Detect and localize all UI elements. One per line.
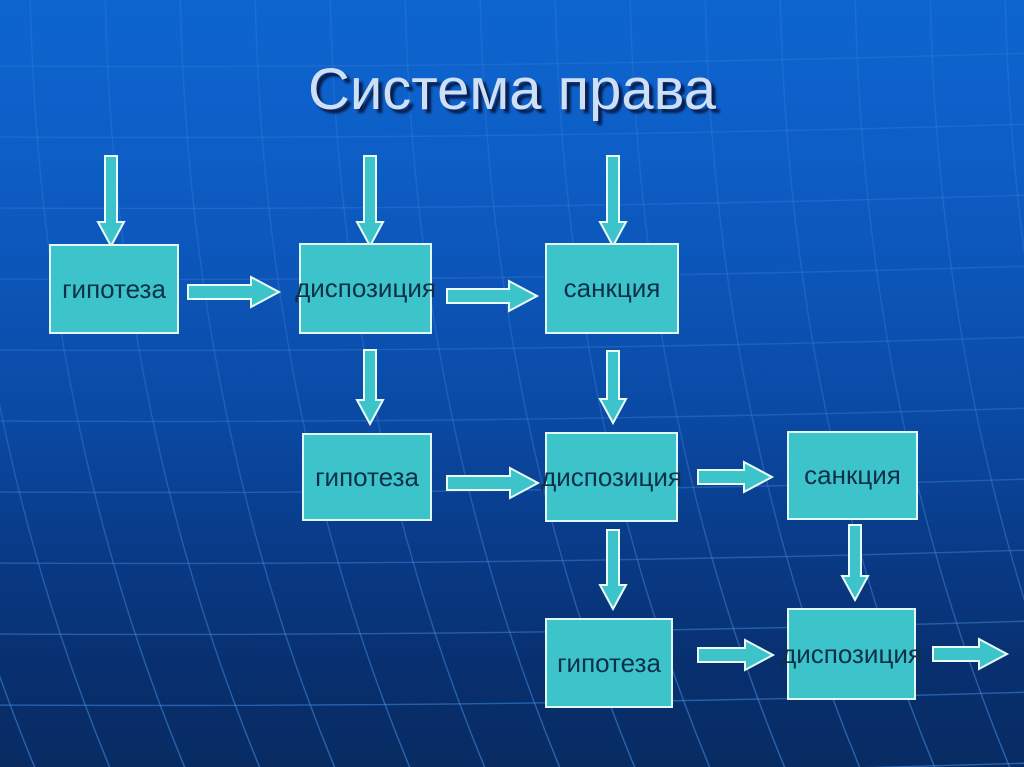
node-label: санкция — [804, 460, 901, 490]
node-label: диспозиция — [295, 273, 436, 303]
arrow-hypothesis-1-to-disposition-1 — [187, 275, 282, 309]
arrow-hypothesis-2-to-disposition-2 — [446, 466, 541, 500]
node-disposition-3: диспозиция — [781, 608, 922, 700]
arrow-disposition-3-out — [932, 637, 1010, 671]
node-label: гипотеза — [557, 647, 661, 678]
node-hypothesis-1: гипотеза — [49, 244, 179, 334]
node-label: гипотеза — [62, 273, 166, 304]
node-disposition-2: диспозиция — [541, 432, 682, 522]
arrow-sanction-1-to-disposition-2 — [598, 350, 628, 426]
arrow-disposition-2-to-sanction-2 — [697, 460, 775, 494]
arrow-hypothesis-3-to-disposition-3 — [697, 638, 776, 672]
node-label: санкция — [563, 273, 661, 303]
arrow-into-sanction-1 — [598, 155, 628, 249]
node-hypothesis-3: гипотеза — [545, 618, 673, 708]
node-hypothesis-2: гипотеза — [302, 433, 432, 521]
page-title: Система права — [307, 57, 717, 122]
node-label: диспозиция — [781, 638, 922, 669]
arrow-disposition-1-to-hypothesis-2 — [355, 349, 385, 427]
arrow-disposition-2-to-hypothesis-3 — [598, 529, 628, 612]
arrow-into-hypothesis-1 — [96, 155, 126, 249]
node-sanction-2: санкция — [787, 431, 918, 520]
arrow-sanction-2-to-disposition-3 — [840, 524, 870, 603]
node-disposition-1: диспозиция — [295, 243, 436, 334]
node-label: диспозиция — [541, 461, 682, 492]
node-sanction-1: санкция — [545, 243, 679, 334]
arrow-disposition-1-to-sanction-1 — [446, 279, 540, 313]
node-label: гипотеза — [315, 461, 419, 492]
arrow-into-disposition-1 — [355, 155, 385, 249]
